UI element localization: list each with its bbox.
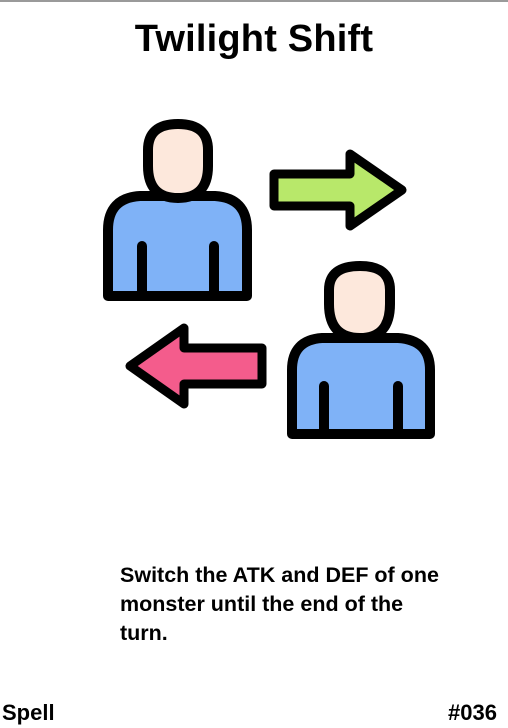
card-type-label: Spell xyxy=(2,700,55,725)
person-icon xyxy=(287,261,435,439)
card-effect-text: Switch the ATK and DEF of one monster un… xyxy=(120,563,439,645)
card-number: #036 xyxy=(448,700,497,725)
card-title: Twilight Shift xyxy=(134,18,374,60)
arrow-left-icon xyxy=(125,323,267,409)
person-icon xyxy=(103,119,252,301)
top-border xyxy=(0,0,508,2)
card-artwork xyxy=(103,119,435,439)
arrow-right-icon xyxy=(269,149,407,231)
